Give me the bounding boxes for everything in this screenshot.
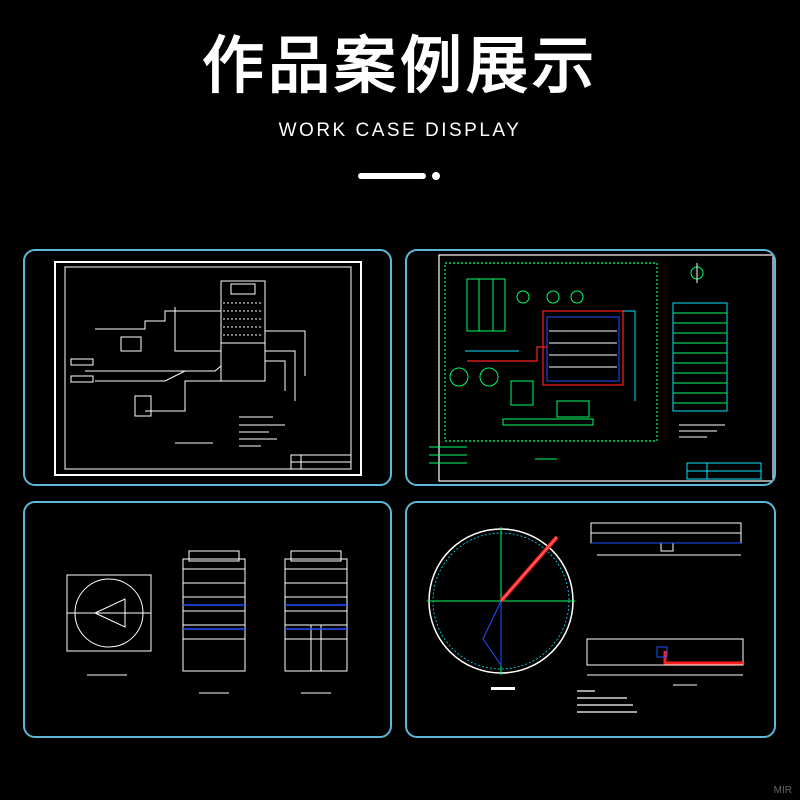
tower-elevation-card[interactable]	[23, 501, 392, 738]
process-flow-card[interactable]	[23, 249, 392, 486]
tower-elevation-drawing	[66, 550, 348, 694]
page-subtitle: WORK CASE DISPLAY	[278, 120, 522, 141]
divider-bar	[358, 173, 426, 179]
site-plan-drawing	[429, 254, 774, 482]
circular-tank-drawing	[427, 522, 744, 713]
divider-dot	[432, 172, 440, 180]
process-flow-drawing	[54, 261, 362, 476]
page-title: 作品案例展示	[201, 29, 598, 102]
watermark: MIR	[773, 785, 792, 796]
circular-tank-card[interactable]	[405, 501, 776, 738]
site-plan-card[interactable]	[405, 249, 776, 486]
